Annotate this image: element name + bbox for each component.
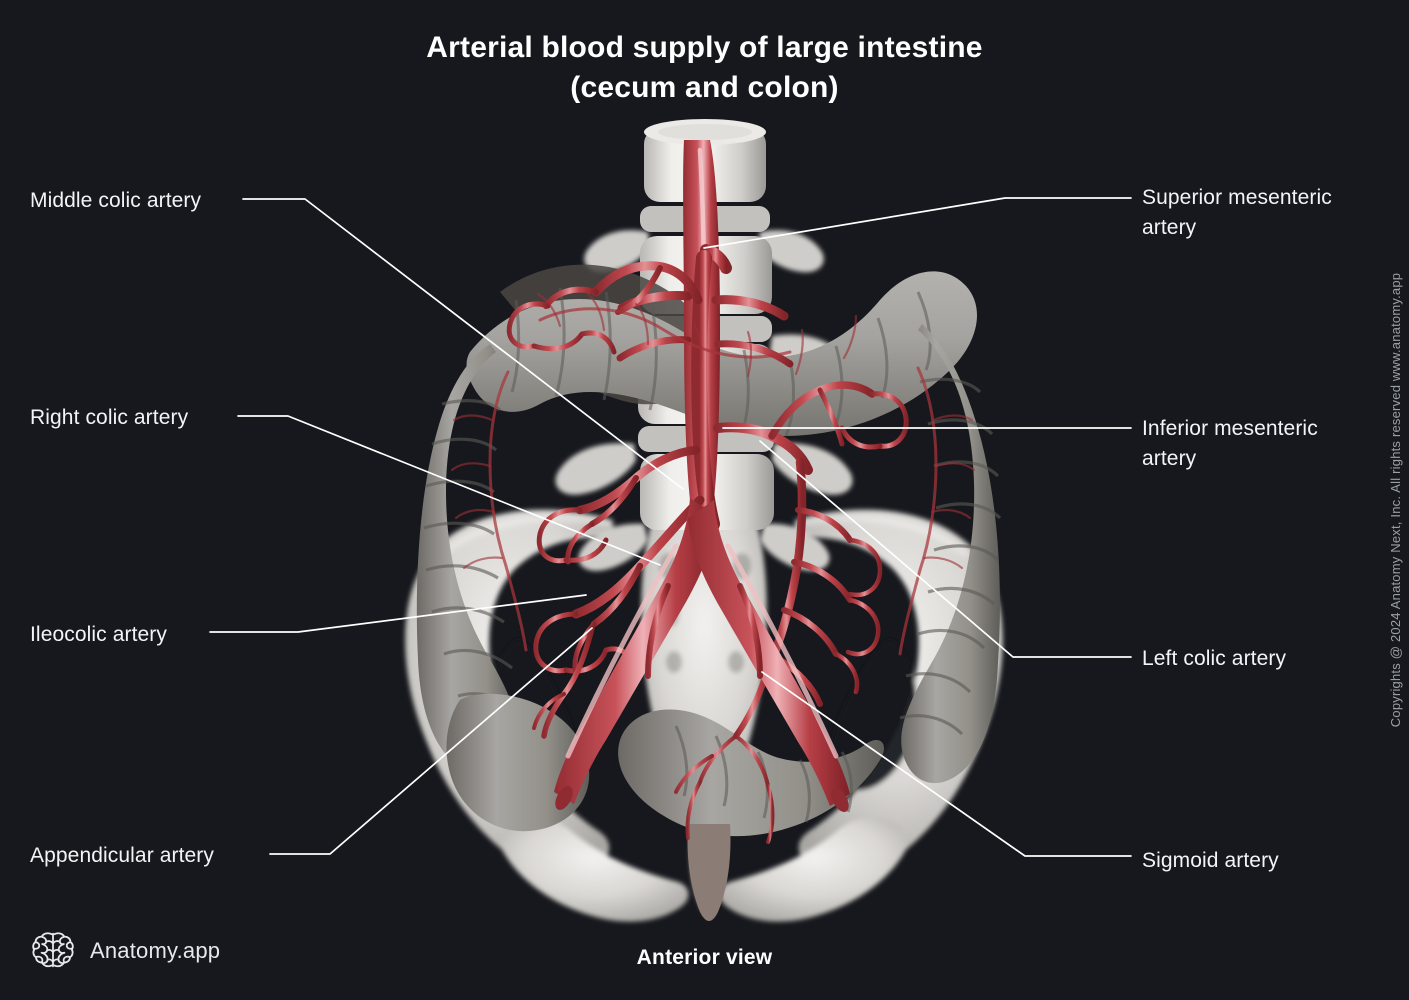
label-appendicular-artery: Appendicular artery: [30, 844, 214, 867]
page-title: Arterial blood supply of large intestine…: [426, 31, 983, 104]
label-right-colic-artery: Right colic artery: [30, 406, 189, 429]
label-inferior-mesenteric-artery: Inferior mesenteric artery: [1142, 417, 1318, 470]
copyright-notice: Copyrights @ 2024 Anatomy Next, Inc. All…: [1388, 272, 1403, 728]
label-ileocolic-artery: Ileocolic artery: [30, 623, 167, 646]
brain-icon: [32, 932, 74, 968]
label-middle-colic-artery: Middle colic artery: [30, 189, 202, 212]
label-sigmoid-artery: Sigmoid artery: [1142, 849, 1279, 872]
label-superior-mesenteric-artery: Superior mesenteric artery: [1142, 186, 1332, 239]
label-left-colic-artery: Left colic artery: [1142, 647, 1287, 670]
brand-logo: Anatomy.app: [30, 928, 220, 974]
brand-name: Anatomy.app: [90, 938, 221, 963]
view-caption: Anterior view: [636, 946, 773, 969]
